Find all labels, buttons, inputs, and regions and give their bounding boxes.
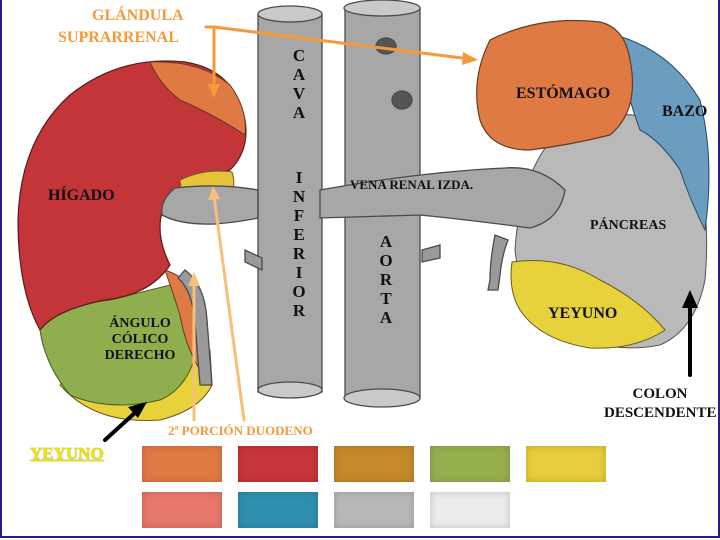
jejunum-pointer-line <box>103 408 140 442</box>
spleen-area <box>614 34 710 232</box>
color-swatch <box>430 492 510 528</box>
inferior-letter: I <box>295 168 303 187</box>
pancreas-label: PÁNCREAS <box>590 218 667 233</box>
right-renal-vein <box>161 185 259 225</box>
color-swatch <box>334 446 414 482</box>
adrenal-gland-label: GLÁNDULA <box>92 7 184 25</box>
left-kidney-region <box>476 19 710 349</box>
aorta-letter: A <box>379 308 393 327</box>
cava-letter: C <box>292 46 306 65</box>
inferior-letter: F <box>293 206 305 225</box>
colic-angle-label: ÁNGULO CÓLICO DERECHO <box>95 316 185 364</box>
cava-letter: V <box>292 84 306 103</box>
colic-angle-line3: DERECHO <box>104 348 176 363</box>
inferior-letter: R <box>292 301 306 320</box>
right-kidney-region <box>17 60 247 422</box>
left-renal-vein <box>319 167 566 229</box>
pointer-lines <box>103 25 698 442</box>
color-swatch <box>142 492 222 528</box>
inferior-letter: E <box>293 225 305 244</box>
left-renal-vein-label: VENA RENAL IZDA. <box>350 177 474 192</box>
color-swatch <box>430 446 510 482</box>
inferior-letter: R <box>292 244 306 263</box>
inferior-letter: N <box>292 187 306 206</box>
adrenal-gland-label-line2: SUPRARRENAL <box>58 29 179 46</box>
left-ureter <box>487 234 509 291</box>
duodenum-pointer-line-2 <box>212 194 246 422</box>
color-swatch <box>526 446 606 482</box>
aorta-letter: R <box>379 270 393 289</box>
color-swatch <box>142 446 222 482</box>
colic-angle-line2: CÓLICO <box>111 332 169 347</box>
spleen-label: BAZO <box>662 103 708 120</box>
stomach-area <box>476 19 634 151</box>
cava-letter: A <box>292 103 306 122</box>
duodenum-label: 2ª PORCIÓN DUODENO <box>168 423 313 438</box>
colic-angle-line1: ÁNGULO <box>109 316 171 331</box>
aorta-letter: A <box>379 232 393 251</box>
cava-letter: A <box>292 65 306 84</box>
color-swatch <box>238 446 318 482</box>
colon-label-line1: COLON <box>632 386 688 402</box>
adrenal-pointer-line-right <box>212 25 464 60</box>
inferior-letter: O <box>292 282 306 301</box>
jejunum-right-area <box>510 259 666 349</box>
aorta-letter: T <box>380 289 392 308</box>
color-swatch <box>334 492 414 528</box>
jejunum-left-label: YEYUNO <box>30 444 104 463</box>
colon-label-line2: DESCENDENTE <box>604 405 717 421</box>
liver-top-orange <box>149 61 246 136</box>
color-swatch <box>238 492 318 528</box>
stomach-label: ESTÓMAGO <box>516 85 611 102</box>
liver-label: HÍGADO <box>48 187 115 204</box>
inferior-letter: I <box>295 263 303 282</box>
aorta-letter: O <box>379 251 393 270</box>
vessels <box>161 0 566 408</box>
colon-label: COLON DESCENDENTE <box>604 385 717 423</box>
adrenal-gland-label-line1: GLÁNDULA <box>92 7 184 24</box>
jejunum-right-label: YEYUNO <box>548 305 618 322</box>
liver-area <box>17 60 247 332</box>
